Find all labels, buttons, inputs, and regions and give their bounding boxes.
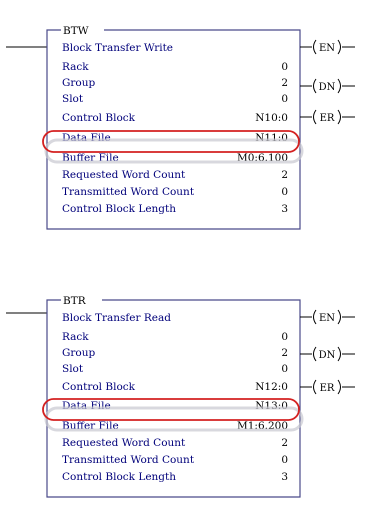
btr-output-dn-coil[interactable]: DN	[300, 346, 355, 362]
btr-row-transmitted-word-count-value: 0	[281, 454, 288, 466]
btw-row-requested-word-count-label: Requested Word Count	[62, 169, 186, 181]
btw-row-slot-value: 0	[281, 93, 288, 105]
btr-row-rack-value: 0	[281, 331, 288, 343]
btw-row-control-block-label: Control Block	[62, 112, 136, 124]
btw-output-dn-label: DN	[319, 82, 336, 93]
btr-row-control-block-value: N12:0	[255, 381, 288, 393]
btr-block-type: BTR	[63, 295, 87, 307]
btw-row-transmitted-word-count-value: 0	[281, 186, 288, 198]
btr-highlight-ring	[42, 398, 304, 432]
btr-row-group-label: Group	[62, 347, 95, 359]
btw-row-data-file-label: Data File	[62, 132, 111, 144]
btw-highlight-ring	[42, 130, 304, 164]
btw-row-group-label: Group	[62, 77, 95, 89]
btr-output-er-label: ER	[320, 383, 335, 394]
btw-row-slot-label: Slot	[62, 93, 84, 105]
btw-block-frame	[46, 29, 301, 230]
btr-output-er-coil[interactable]: ER	[300, 379, 355, 395]
btw-row-control-block-value: N10:0	[255, 112, 288, 124]
btr-row-data-file-value: N13:0	[255, 400, 288, 412]
btr-row-requested-word-count-label: Requested Word Count	[62, 437, 186, 449]
btr-block[interactable]: BTR Block Transfer Read Rack 0 Group 2 S…	[6, 295, 355, 498]
btw-row-requested-word-count-value: 2	[281, 169, 288, 181]
btw-row-group-value: 2	[281, 77, 288, 89]
btr-row-data-file-label: Data File	[62, 400, 111, 412]
btw-block[interactable]: BTW Block Transfer Write Rack 0 Group 2 …	[6, 25, 355, 230]
btw-output-dn-coil[interactable]: DN	[300, 78, 355, 94]
btr-row-slot-value: 0	[281, 363, 288, 375]
btw-row-rack-value: 0	[281, 61, 288, 73]
btr-block-frame	[46, 299, 301, 498]
btr-output-dn-label: DN	[319, 350, 336, 361]
btr-row-control-block-length-label: Control Block Length	[62, 471, 176, 483]
btw-block-title: Block Transfer Write	[62, 42, 173, 54]
btw-row-transmitted-word-count-label: Transmitted Word Count	[62, 186, 195, 198]
btr-row-group-value: 2	[281, 347, 288, 359]
btw-row-control-block-length-value: 3	[281, 203, 288, 215]
btw-block-type: BTW	[63, 25, 89, 37]
btr-row-slot-label: Slot	[62, 363, 84, 375]
btr-row-rack-label: Rack	[62, 331, 89, 343]
btr-block-title: Block Transfer Read	[62, 312, 171, 324]
btr-row-requested-word-count-value: 2	[281, 437, 288, 449]
btw-row-data-file-value: N11:0	[255, 132, 288, 144]
btr-output-en-label: EN	[319, 313, 335, 324]
btw-output-er-label: ER	[320, 113, 335, 124]
btr-row-control-block-length-value: 3	[281, 471, 288, 483]
btw-output-er-coil[interactable]: ER	[300, 109, 355, 125]
btw-output-en-coil[interactable]: EN	[300, 39, 355, 55]
btw-row-rack-label: Rack	[62, 61, 89, 73]
btr-row-control-block-label: Control Block	[62, 381, 136, 393]
btr-row-transmitted-word-count-label: Transmitted Word Count	[62, 454, 195, 466]
btw-output-en-label: EN	[319, 43, 335, 54]
btw-row-control-block-length-label: Control Block Length	[62, 203, 176, 215]
btr-output-en-coil[interactable]: EN	[300, 309, 355, 325]
